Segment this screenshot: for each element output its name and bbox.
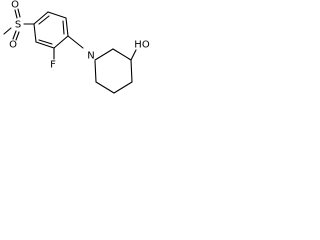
bond-sulfur-oxygen-bottom-b [15,31,20,41]
bond-sulfur-oxygen-bottom-a [12,30,17,40]
bond-sulfur-oxygen-top-b [17,8,21,18]
atom-sulfur: S [15,20,21,31]
piperidine-bond-1 [94,60,97,83]
ring-bond-1 [33,11,49,25]
ring-double-bond-2 [62,20,65,35]
ring-double-bond-3 [38,39,53,45]
atom-nitrogen: N [87,51,94,62]
ring-bond-3 [65,17,69,37]
ring-bond-5 [35,41,55,49]
piperidine-bond-4 [130,59,133,83]
atom-fluorine: F [50,60,56,71]
piperidine-bond-2 [95,81,115,94]
atom-oxygen-bottom: O [9,40,17,51]
bond-methyl-sulfur [3,27,12,35]
bond-ring-nitrogen [67,35,84,49]
piperidine-bond-5 [112,48,132,61]
chemical-structure-diagram: S O O F N HO [3,0,150,94]
ring-bond-2 [47,11,67,19]
atom-oxygen-top: O [11,0,19,11]
piperidine-bond-3 [113,81,133,94]
bond-carbon-hydroxyl [130,49,137,61]
ring-bond-4 [53,35,69,49]
bond-sulfur-oxygen-top-a [14,9,18,19]
ring-bond-6 [33,23,37,43]
ring-double-bond-1 [38,15,50,25]
atom-hydroxyl: HO [134,40,150,51]
piperidine-bond-6 [94,48,114,61]
